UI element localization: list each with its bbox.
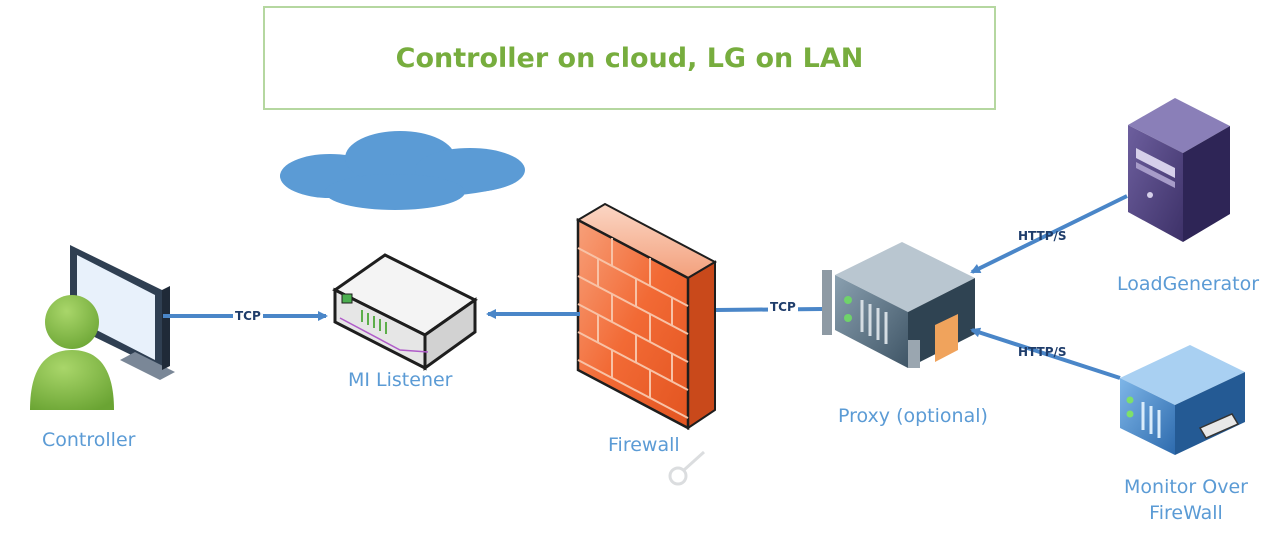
diagram-title: Controller on cloud, LG on LAN [395,42,864,74]
load-generator-label: LoadGenerator [1117,273,1260,295]
monitor-label: Monitor Over FireWall [1112,474,1260,526]
key-icon [668,450,706,486]
monitor-label-line1: Monitor Over [1124,476,1248,498]
proxy-label: Proxy (optional) [838,405,988,427]
title-box: Controller on cloud, LG on LAN [263,6,996,110]
tcp-label-proxy: TCP [768,300,798,314]
firewall-icon [575,202,718,431]
monitor-label-line2: FireWall [1149,502,1223,524]
firewall-label: Firewall [608,434,680,456]
https-label-monitor: HTTP/S [1018,345,1067,359]
monitor-server-icon [1120,345,1245,455]
mi-listener-label: MI Listener [348,369,453,391]
arrow-monitor-to-proxy [970,327,1121,380]
controller-label: Controller [42,429,136,451]
mi-listener-icon [332,253,478,371]
tcp-label-controller: TCP [233,309,263,323]
load-generator-icon [1128,98,1230,242]
https-label-lg: HTTP/S [1018,229,1067,243]
cloud-icon [280,131,525,210]
arrow-lg-to-proxy [970,194,1128,274]
proxy-icon [822,242,975,368]
controller-icon [30,245,175,410]
